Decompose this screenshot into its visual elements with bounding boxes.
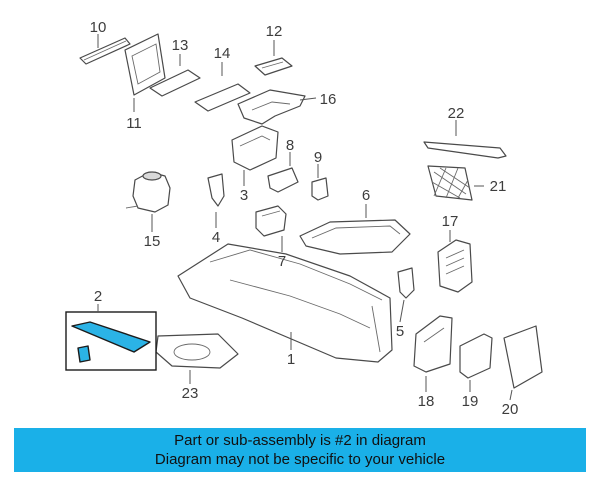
part-8-cover: [267, 167, 299, 193]
part-4-clip: [207, 173, 225, 207]
callout-9: 9: [314, 149, 322, 166]
callout-8: 8: [286, 137, 294, 154]
info-banner: Part or sub-assembly is #2 in diagram Di…: [14, 428, 586, 472]
part-21-mesh: [427, 165, 473, 201]
callout-labels: 10 11 13 14 12 16 3 8 9 6 22 21 15 4 7 1…: [90, 19, 519, 418]
part-23-mat: [155, 333, 239, 369]
callout-1: 1: [287, 351, 295, 368]
callout-23: 23: [182, 385, 199, 402]
callout-20: 20: [502, 401, 519, 418]
part-14-pad: [194, 83, 251, 112]
part-5-clip: [397, 267, 415, 299]
callout-22: 22: [448, 105, 465, 122]
callout-11: 11: [126, 115, 142, 132]
parts-diagram: 10 11 13 14 12 16 3 8 9 6 22 21 15 4 7 1…: [65, 19, 543, 418]
banner-line-part: Part or sub-assembly is #2 in diagram: [174, 432, 426, 449]
callout-3: 3: [240, 187, 248, 204]
callout-4: 4: [212, 229, 220, 246]
part-16-tray: [237, 89, 306, 125]
part-9-bracket: [311, 177, 329, 201]
callout-19: 19: [462, 393, 479, 410]
part-1-console: [177, 243, 393, 363]
callout-7: 7: [278, 253, 286, 270]
part-18-panel: [413, 315, 453, 373]
callout-15: 15: [144, 233, 161, 250]
leader-lines: [97, 34, 513, 401]
part-12-clip: [254, 57, 293, 76]
part-6-lid: [299, 219, 411, 255]
part-2-highlight-box: [65, 311, 157, 371]
banner-line-disclaimer: Diagram may not be specific to your vehi…: [154, 451, 446, 468]
callout-18: 18: [418, 393, 435, 410]
part-7-mount: [255, 205, 287, 237]
part-19-panel: [459, 333, 493, 379]
part-20-plate: [503, 325, 543, 389]
part-3-bracket: [231, 125, 279, 171]
part-13-pad: [149, 69, 201, 97]
part-17-vent: [437, 239, 473, 293]
part-10-trim-strip: [79, 37, 131, 65]
part-11-bezel: [124, 33, 166, 96]
callout-16: 16: [320, 91, 337, 108]
part-15-shifter: [125, 171, 171, 213]
callout-6: 6: [362, 187, 370, 204]
callout-2: 2: [94, 288, 102, 305]
callout-10: 10: [90, 19, 107, 36]
part-22-rail: [423, 141, 507, 159]
callout-12: 12: [266, 23, 283, 40]
callout-13: 13: [172, 37, 189, 54]
callout-14: 14: [214, 45, 231, 62]
callout-21: 21: [490, 178, 507, 195]
callout-17: 17: [442, 213, 459, 230]
callout-5: 5: [396, 323, 404, 340]
